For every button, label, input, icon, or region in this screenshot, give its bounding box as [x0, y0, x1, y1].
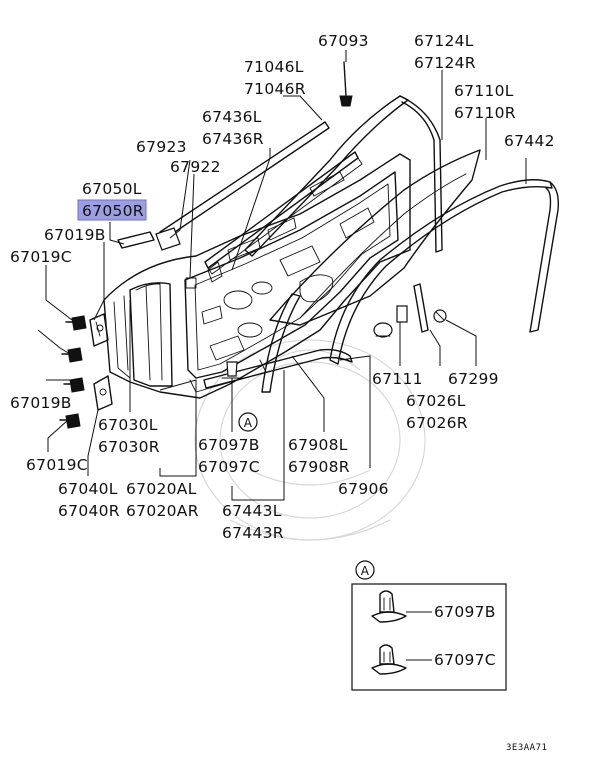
clip-67299-icon: [433, 309, 447, 323]
label-67019c-top: 67019C: [10, 248, 72, 266]
lower-inner-seal: [189, 359, 267, 393]
selected-part-highlight[interactable]: 67050R: [77, 199, 147, 221]
watermark-emblem: [194, 339, 426, 541]
label-67030r: 67030R: [98, 438, 160, 456]
label-67299: 67299: [448, 370, 499, 388]
bolt-icon: [61, 347, 83, 363]
label-67906: 67906: [338, 480, 389, 498]
label-67019b-top: 67019B: [44, 226, 106, 244]
label-67026l: 67026L: [406, 392, 466, 410]
label-67110l: 67110L: [454, 82, 514, 100]
label-71046r: 71046R: [244, 80, 306, 98]
part-labels: 67093 71046L 71046R 67124L 67124R 67110L…: [10, 32, 555, 542]
label-67097c: 67097C: [198, 458, 260, 476]
upper-hinge: [89, 313, 109, 347]
lower-seal: [203, 293, 353, 393]
inset-label-67097b: 67097B: [434, 603, 496, 621]
label-67020ar: 67020AR: [126, 502, 199, 520]
label-67097b: 67097B: [198, 436, 260, 454]
label-67110r: 67110R: [454, 104, 516, 122]
label-67019b-mid: 67019B: [10, 394, 72, 412]
inset-detail-a: A 67097B 67097C: [351, 560, 507, 691]
screw-icon: [339, 61, 353, 107]
label-67124l: 67124L: [414, 32, 474, 50]
label-67040r: 67040R: [58, 502, 120, 520]
label-67093: 67093: [318, 32, 369, 50]
door-shell: [103, 153, 411, 399]
leader-lines: [37, 50, 527, 501]
opening-weatherstrip: [329, 179, 560, 365]
label-67922: 67922: [170, 158, 221, 176]
bumper-icon: [373, 322, 393, 338]
clip-b-icon: [371, 590, 407, 623]
label-67442: 67442: [504, 132, 555, 150]
bolt-icon: [59, 413, 81, 429]
clip-icon: [396, 305, 408, 323]
label-67436l: 67436L: [202, 108, 262, 126]
bolt-icon: [63, 377, 85, 393]
inset-label-67097c: 67097C: [434, 651, 496, 669]
label-67908l: 67908L: [288, 436, 348, 454]
glass-run-channel: [244, 95, 443, 257]
label-67030l: 67030L: [98, 416, 158, 434]
door-glass: [269, 149, 481, 326]
label-67124r: 67124R: [414, 54, 476, 72]
clip-c-icon: [371, 644, 407, 675]
diagram-code: 3E3AA71: [506, 743, 547, 753]
label-67923: 67923: [136, 138, 187, 156]
label-67050r: 67050R: [82, 202, 144, 220]
label-67020al: 67020AL: [126, 480, 197, 498]
label-67050l: 67050L: [82, 180, 142, 198]
label-67040l: 67040L: [58, 480, 118, 498]
bolt-icon: [65, 315, 87, 331]
lower-hinge: [93, 375, 113, 411]
label-67019c-bot: 67019C: [26, 456, 88, 474]
label-67111: 67111: [372, 370, 423, 388]
label-67026r: 67026R: [406, 414, 468, 432]
label-67443l: 67443L: [222, 502, 282, 520]
label-67443r: 67443R: [222, 524, 284, 542]
callout-a-text: A: [244, 416, 253, 430]
inset-ref-text: A: [361, 564, 370, 578]
inset-frame: [351, 583, 507, 691]
inner-weatherstrip: [204, 151, 363, 275]
pad-icon: [155, 227, 181, 251]
label-67436r: 67436R: [202, 130, 264, 148]
label-71046l: 71046L: [244, 58, 304, 76]
label-67908r: 67908R: [288, 458, 350, 476]
door-stripe: [117, 231, 155, 249]
callout-a-marker: A: [238, 412, 258, 432]
stopper-strip: [413, 283, 429, 333]
